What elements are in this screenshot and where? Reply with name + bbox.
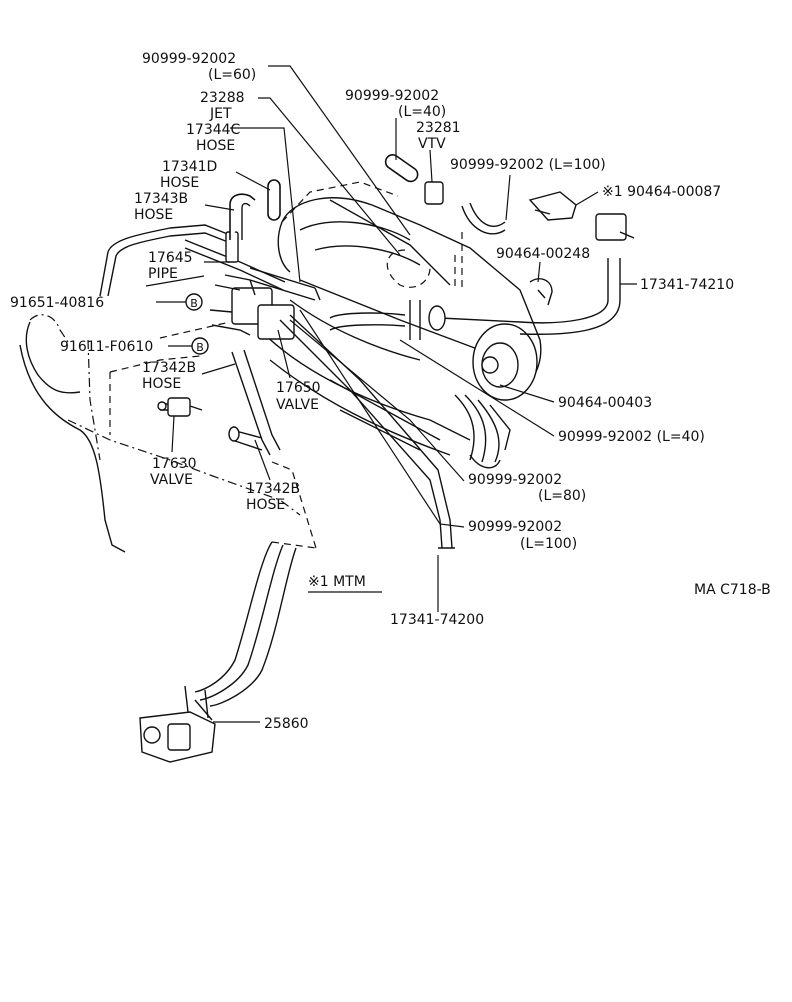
label-17650-name: VALVE bbox=[276, 397, 319, 413]
label-17341d-name: HOSE bbox=[160, 175, 199, 191]
label-90999-l40-top-len: (L=40) bbox=[398, 104, 446, 120]
label-90999-l100-top: 90999-92002 (L=100) bbox=[450, 157, 606, 173]
vsv-25860 bbox=[139, 685, 216, 763]
label-90464-00248: 90464-00248 bbox=[496, 246, 590, 262]
vtv-hose bbox=[384, 154, 419, 183]
label-mtm: ※1 MTM bbox=[308, 574, 366, 590]
label-17341d: 17341D bbox=[162, 159, 217, 175]
b-mark-1: B bbox=[185, 293, 203, 311]
label-23288-name: JET bbox=[209, 106, 232, 122]
label-90999-l40-right: 90999-92002 (L=40) bbox=[558, 429, 705, 445]
labels: 90999-92002 (L=60) 23288 JET 17344C HOSE… bbox=[10, 51, 771, 732]
label-17343b: 17343B bbox=[134, 191, 188, 207]
firewall-outline bbox=[19, 314, 301, 553]
label-17344c-name: HOSE bbox=[196, 138, 235, 154]
hose-17341d bbox=[267, 179, 281, 221]
label-25860: 25860 bbox=[264, 716, 309, 732]
svg-text:B: B bbox=[190, 297, 198, 310]
label-17341-74210: 17341-74210 bbox=[640, 277, 734, 293]
svg-text:B: B bbox=[196, 341, 204, 354]
label-17645-name: PIPE bbox=[148, 266, 178, 282]
label-90999-l60-len: (L=60) bbox=[208, 67, 256, 83]
label-17342b-b: 17342B bbox=[246, 481, 300, 497]
label-90464-00087: ※1 90464-00087 bbox=[602, 184, 721, 200]
label-90999-l80-len: (L=80) bbox=[538, 488, 586, 504]
label-17645: 17645 bbox=[148, 250, 193, 266]
valve-17630 bbox=[157, 397, 203, 417]
label-17344c: 17344C bbox=[186, 122, 241, 138]
label-17630-name: VALVE bbox=[150, 472, 193, 488]
label-17342b-a: 17342B bbox=[142, 360, 196, 376]
vacuum-sensor bbox=[595, 213, 627, 241]
label-23281: 23281 bbox=[416, 120, 461, 136]
dashed-indicators bbox=[109, 232, 463, 549]
label-17342b-b-name: HOSE bbox=[246, 497, 285, 513]
b-mark-2: B bbox=[191, 337, 209, 355]
vtv-23281 bbox=[424, 181, 444, 205]
label-91611: 91611-F0610 bbox=[60, 339, 153, 355]
label-17343b-name: HOSE bbox=[134, 207, 173, 223]
label-17342b-a-name: HOSE bbox=[142, 376, 181, 392]
label-17630: 17630 bbox=[152, 456, 197, 472]
label-90999-l40-top: 90999-92002 bbox=[345, 88, 439, 104]
label-90999-l80: 90999-92002 bbox=[468, 472, 562, 488]
label-23288: 23288 bbox=[200, 90, 245, 106]
label-17341-74200: 17341-74200 bbox=[390, 612, 484, 628]
label-90999-l100-bottom-len: (L=100) bbox=[520, 536, 577, 552]
label-17650: 17650 bbox=[276, 380, 321, 396]
hoses bbox=[194, 154, 635, 707]
label-90999-l100-bottom: 90999-92002 bbox=[468, 519, 562, 535]
diagram-code: MA C718-B bbox=[694, 582, 771, 598]
label-90464-00403: 90464-00403 bbox=[558, 395, 652, 411]
pipe-assembly bbox=[99, 224, 295, 340]
label-23281-name: VTV bbox=[418, 136, 446, 152]
label-90999-l60: 90999-92002 bbox=[142, 51, 236, 67]
engine-outline bbox=[259, 181, 542, 469]
label-91651: 91651-40816 bbox=[10, 295, 104, 311]
leader-lines bbox=[145, 65, 637, 723]
